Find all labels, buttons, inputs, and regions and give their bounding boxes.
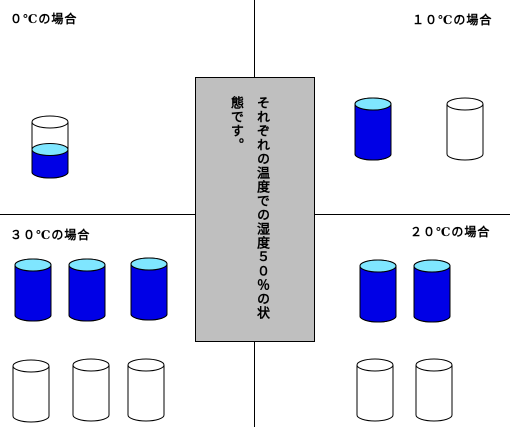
water-q30-2 [68,264,106,322]
cup-rim-q20-3 [356,358,394,372]
cup-rim-q10-1 [354,97,392,111]
cup-rim-q30-4 [12,359,50,373]
water-surface-q0-1 [31,143,69,156]
cup-q10-1 [354,97,392,161]
water-q30-1 [14,264,52,322]
cup-rim-q20-4 [415,358,453,372]
cup-rim-q30-3 [130,257,168,271]
cup-rim-q30-1 [14,258,52,272]
cup-rim-q20-2 [413,259,451,273]
label-20c: ２０℃の場合 [410,225,491,239]
water-q10-1 [354,103,392,161]
center-panel: それぞれの温度での湿度５０％の状態です。 [195,77,315,342]
cup-rim-q30-5 [72,358,110,372]
cup-q30-3 [130,257,168,321]
cup-q30-4 [12,359,50,423]
water-q20-1 [359,265,397,323]
cup-q30-5 [72,358,110,422]
label-0c: ０℃の場合 [10,12,78,26]
center-text: それぞれの温度での湿度５０％の状態です。 [228,96,269,320]
cup-q30-2 [68,258,106,322]
cup-rim-q0-1 [31,115,69,129]
label-10c: １０℃の場合 [412,13,493,27]
label-30c: ３０℃の場合 [10,228,91,242]
cup-rim-q30-2 [68,258,106,272]
cup-q10-2 [446,97,484,161]
cup-q30-6 [127,358,165,422]
cup-q20-2 [413,259,451,323]
cup-rim-q10-2 [446,97,484,111]
cup-rim-q20-1 [359,259,397,273]
water-q30-3 [130,263,168,321]
cup-q30-1 [14,258,52,322]
cup-q20-4 [415,358,453,422]
cup-q0-1 [31,115,69,179]
cup-q20-1 [359,259,397,323]
cup-rim-q30-6 [127,358,165,372]
water-q0-1 [31,149,69,179]
water-q20-2 [413,265,451,323]
cup-q20-3 [356,358,394,422]
